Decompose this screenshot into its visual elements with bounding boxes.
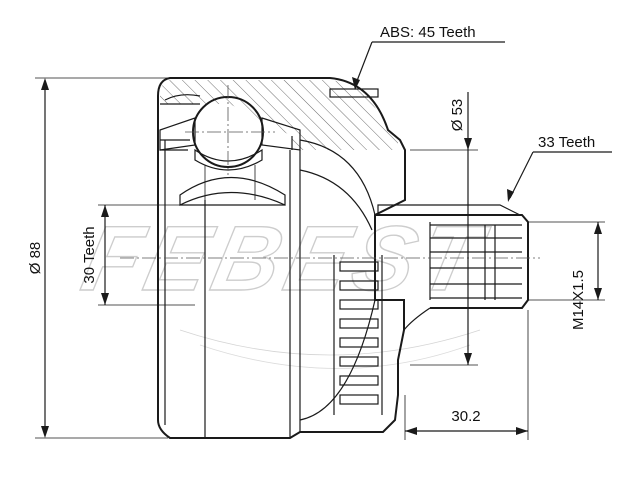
callout-33-teeth: 33 Teeth <box>507 134 612 202</box>
stub-shaft <box>375 204 529 331</box>
watermark-logo: FEBEST <box>73 206 497 369</box>
dimension-30-teeth: 30 Teeth <box>81 204 195 306</box>
dimension-diameter-53: Ø 53 <box>410 92 478 366</box>
teeth-33-label: 33 Teeth <box>538 134 595 151</box>
abs-label: ABS: 45 Teeth <box>380 24 476 41</box>
abs-ring <box>333 255 383 415</box>
diameter-53-label: Ø 53 <box>449 99 466 132</box>
diameter-88-label: Ø 88 <box>27 242 44 275</box>
length-label: 30.2 <box>451 408 480 425</box>
callout-abs: ABS: 45 Teeth <box>352 24 505 90</box>
teeth-30-label: 30 Teeth <box>81 226 98 283</box>
dimension-diameter-88: Ø 88 <box>27 77 168 439</box>
dimension-thread: M14X1.5 <box>528 221 605 330</box>
dimension-length: 30.2 <box>404 310 529 440</box>
ball-and-cage <box>159 96 301 206</box>
thread-label: M14X1.5 <box>570 270 587 330</box>
